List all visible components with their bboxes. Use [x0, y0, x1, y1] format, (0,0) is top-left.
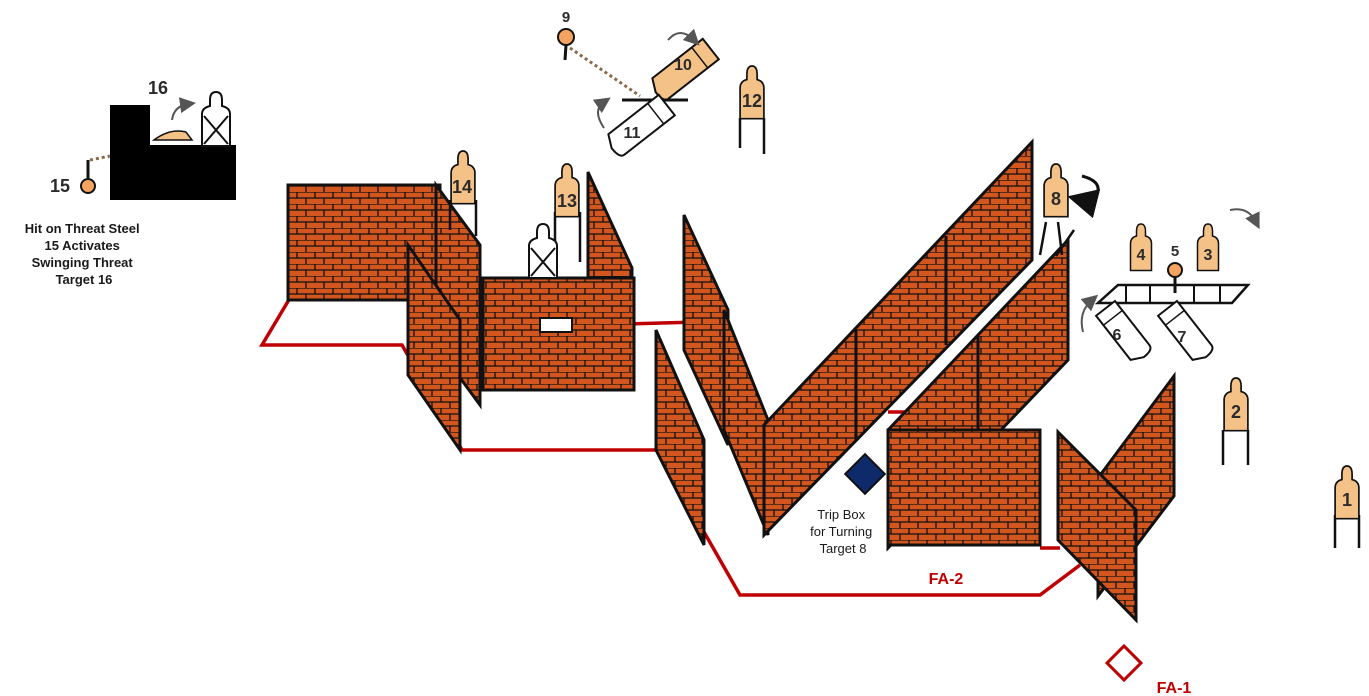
target-12: 12 — [740, 66, 764, 154]
swing-arrow-icon-6 — [1082, 300, 1092, 332]
target-9-label: 9 — [562, 9, 570, 26]
swinger-frame-3-7 — [1098, 285, 1248, 303]
swing-arrow-icon-11 — [598, 102, 604, 128]
target-1: 1 — [1335, 466, 1359, 548]
target-15-label: 15 — [50, 176, 70, 196]
target-3-label: 3 — [1204, 247, 1213, 264]
target-8-label: 8 — [1051, 189, 1061, 209]
trip-box-note: Trip Box for Turning Target 8 — [810, 507, 876, 556]
target-6-label: 6 — [1113, 327, 1122, 344]
no-shoot-port-house — [529, 224, 557, 278]
target-1-label: 1 — [1342, 490, 1352, 510]
target-2-label: 2 — [1231, 402, 1241, 422]
steel-activation-note: Hit on Threat Steel 15 Activates Swingin… — [25, 221, 143, 287]
port-opening — [540, 318, 572, 332]
target-13-label: 13 — [557, 191, 577, 211]
steel-target-9: 9 — [558, 9, 574, 60]
wall-front-box — [888, 430, 1040, 545]
target-12-label: 12 — [742, 91, 762, 111]
no-shoot-16 — [202, 92, 230, 146]
target-2: 2 — [1223, 378, 1248, 465]
swing-arrow-icon-3 — [1230, 209, 1256, 222]
target-4-label: 4 — [1137, 247, 1146, 264]
target-11-label: 11 — [624, 125, 641, 142]
fault-area-1-marker — [1107, 646, 1141, 680]
trip-box — [845, 454, 885, 494]
target-16-label: 16 — [148, 78, 168, 98]
target-13: 13 — [555, 164, 580, 262]
target-5-label: 5 — [1171, 243, 1179, 260]
swinging-target-7: 7 — [1158, 301, 1215, 365]
target-3: 3 — [1198, 224, 1219, 271]
wall-port-house — [483, 278, 634, 390]
steel-target-15: 15 — [50, 160, 95, 196]
wall-center-c — [724, 310, 768, 535]
wall-behind-13 — [588, 172, 632, 278]
target-7-label: 7 — [1178, 329, 1187, 346]
swinging-target-6: 6 — [1096, 301, 1153, 365]
activation-cable-9 — [570, 48, 640, 96]
activation-cable-15 — [90, 156, 110, 160]
swinger-10-11: 10 11 — [604, 39, 719, 159]
target-14-label: 14 — [452, 177, 472, 197]
fault-area-2-label: FA-2 — [929, 571, 964, 588]
target-4: 4 — [1131, 224, 1152, 271]
turn-arrow-icon — [1082, 176, 1098, 201]
swing-arrow-icon-10 — [668, 33, 694, 40]
swing-arrow-icon-16 — [172, 104, 188, 120]
fault-area-1-label: FA-1 — [1157, 680, 1192, 696]
target-10-label: 10 — [674, 57, 692, 74]
